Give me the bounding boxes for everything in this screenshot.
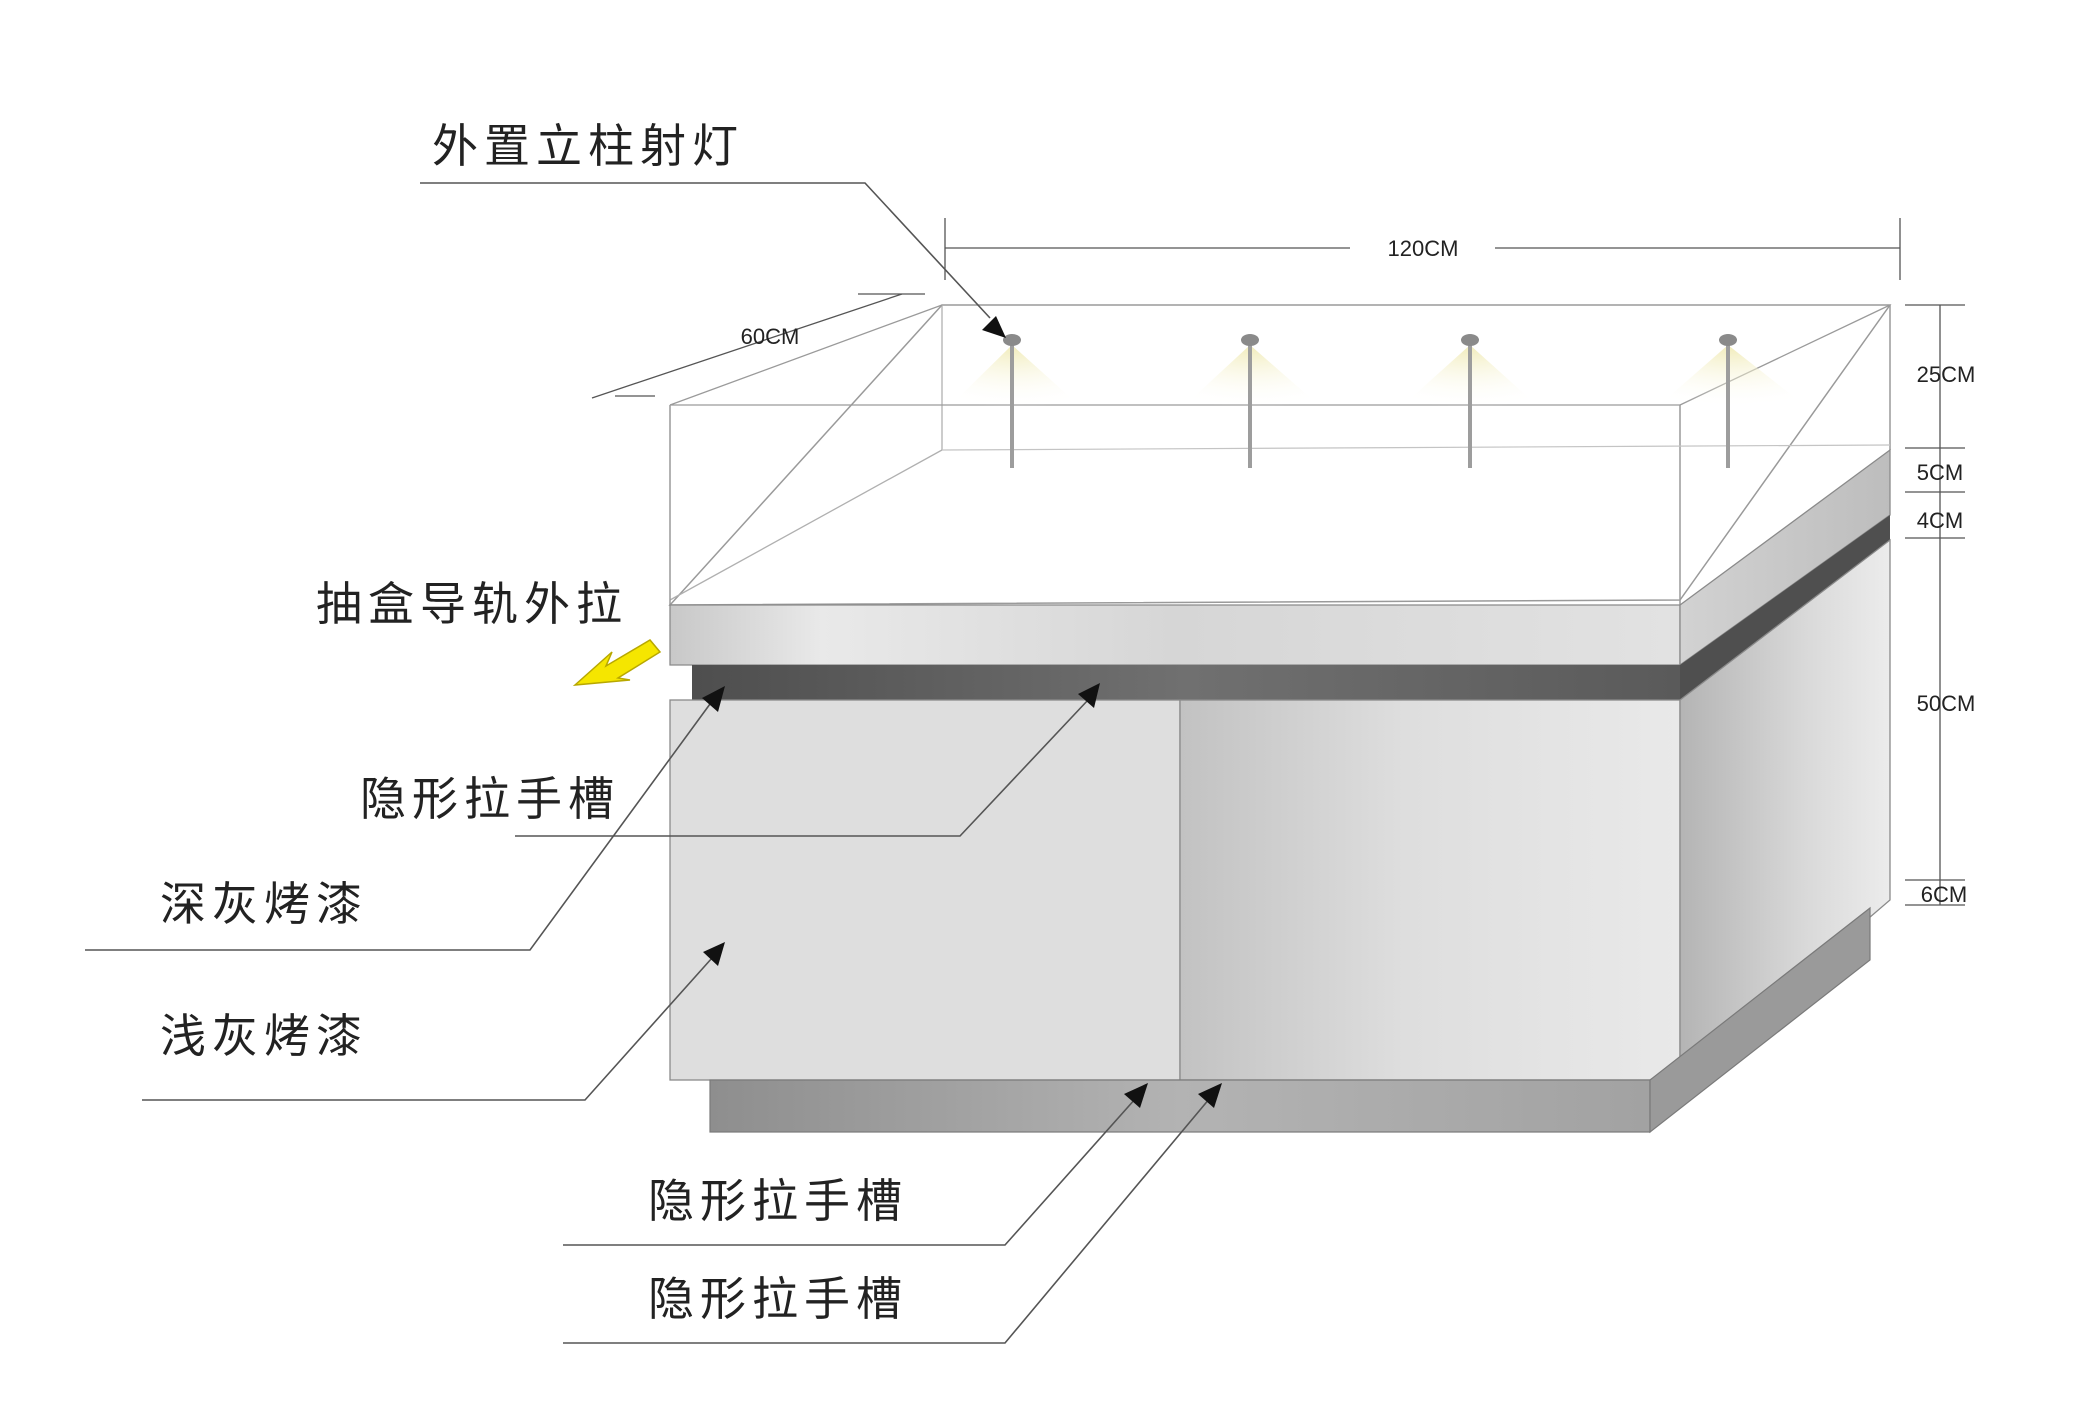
label-drawer-rail: 抽盒导轨外拉 [316, 577, 628, 631]
leader-lines [85, 182, 1222, 1344]
label-hidden-handle-2: 隐形拉手槽 [648, 1174, 908, 1228]
spotlight-2 [1182, 334, 1322, 468]
label-dark-gray: 深灰烤漆 [160, 877, 368, 931]
dim-base: 6CM [1921, 882, 1967, 907]
annotation-labels: 外置立柱射灯 抽盒导轨外拉 隐形拉手槽 深灰烤漆 浅灰烤漆 隐形拉手槽 隐形拉手… [160, 119, 908, 1326]
spotlight-1 [948, 334, 1082, 468]
base-plinth [709, 906, 1871, 1134]
dark-gray-recess [692, 515, 1890, 700]
spotlights [948, 334, 1808, 468]
dim-cabinet: 50CM [1917, 691, 1976, 716]
spotlight-4 [1656, 334, 1808, 468]
dim-depth: 60CM [741, 324, 800, 349]
spotlight-3 [1400, 334, 1540, 468]
dimension-labels: 120CM 60CM 25CM 5CM 4CM 50CM 6CM [741, 236, 1976, 907]
dim-glass-height: 25CM [1917, 362, 1976, 387]
label-light-gray: 浅灰烤漆 [160, 1009, 368, 1063]
label-hidden-handle-1: 隐形拉手槽 [360, 772, 620, 826]
dim-width: 120CM [1388, 236, 1459, 261]
glass-case [668, 304, 1892, 606]
right-door [1179, 699, 1681, 1081]
top-panel [669, 448, 1891, 667]
label-spotlight: 外置立柱射灯 [432, 119, 744, 173]
label-hidden-handle-3: 隐形拉手槽 [648, 1272, 908, 1326]
dim-recess: 4CM [1917, 508, 1963, 533]
dimension-lines [591, 218, 1965, 906]
left-door [669, 699, 1181, 1081]
dim-top-panel: 5CM [1917, 460, 1963, 485]
pull-out-arrow-icon [572, 639, 662, 686]
